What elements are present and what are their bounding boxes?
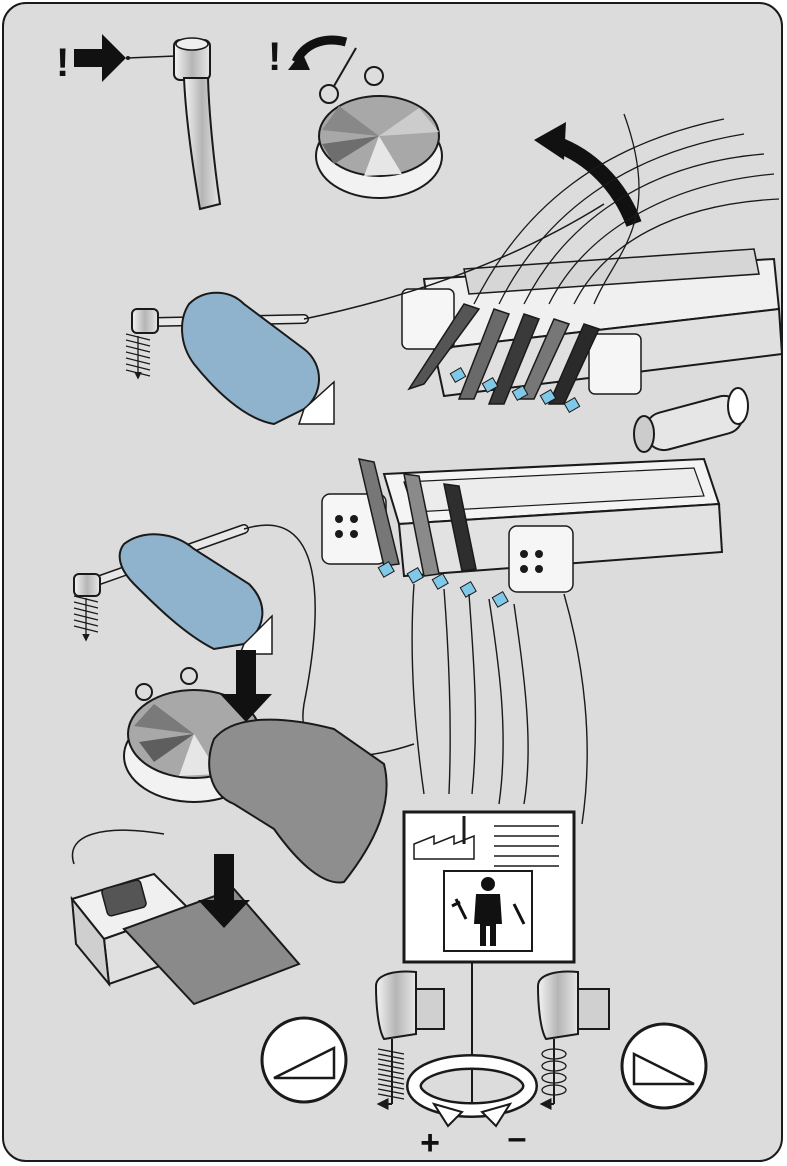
figure-svg: ! !: [4, 4, 783, 1162]
handpiece-icon: [174, 38, 220, 209]
arrow-icon: [74, 34, 126, 82]
service-technician-icon: [444, 871, 532, 951]
speed-adjust-row: + –: [262, 972, 706, 1162]
speed-minus-label: –: [508, 1119, 527, 1157]
caution-marker-1: !: [56, 41, 69, 85]
bur-spring-icon: [126, 334, 150, 378]
foot-control-pressed-icon: [124, 650, 387, 882]
speed-decrease-icon: [622, 1024, 706, 1108]
foot-control-icon: [316, 48, 442, 198]
caution-marker-2: !: [268, 35, 281, 79]
foot-control-cap-step: !: [268, 35, 442, 198]
curved-arrow-icon: [556, 144, 634, 224]
shoe-icon: [209, 720, 386, 883]
handpiece-right-icon: [538, 972, 609, 1104]
speed-increase-icon: [262, 1018, 346, 1102]
speed-plus-label: +: [420, 1124, 440, 1162]
multi-foot-control-icon: [72, 830, 299, 1004]
handpiece-bur-insert-step: !: [56, 34, 220, 209]
suction-tube-icon: [634, 388, 748, 454]
